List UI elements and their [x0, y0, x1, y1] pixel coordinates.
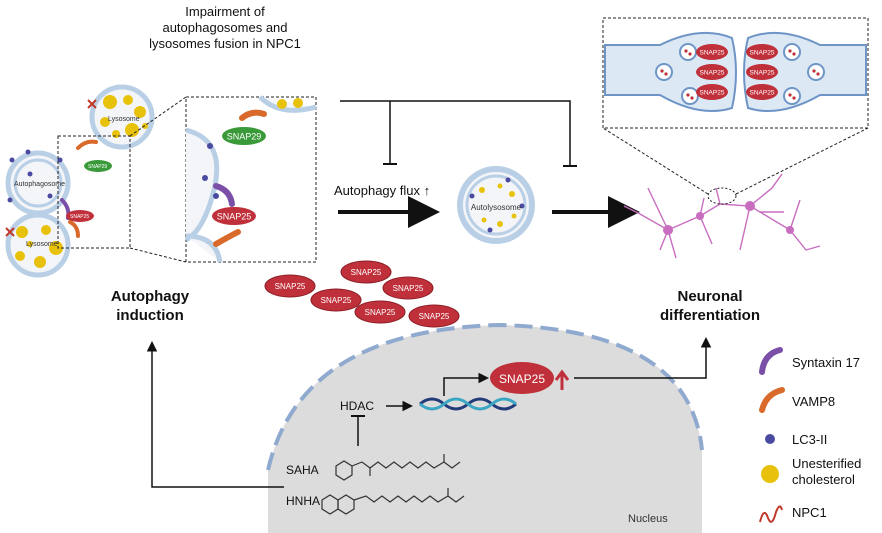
snap25-to-neuron-arrow [574, 337, 712, 379]
snap25-protein-label: SNAP25 [321, 296, 352, 305]
snap29-small [84, 160, 112, 172]
top-caption-line-2: autophagosomes and [162, 20, 288, 35]
snap25-protein-label: SNAP25 [419, 312, 450, 321]
legend-syntaxin17: Syntaxin 17 [792, 355, 860, 370]
saha-to-autophagy-arrow [146, 341, 284, 488]
snap29-zoom-label: SNAP29 [227, 132, 262, 142]
snap25-protein [382, 276, 434, 300]
synapse-panel [602, 17, 869, 129]
synapse-snap25-label: SNAP25 [750, 90, 775, 97]
snap25-protein-label: SNAP25 [393, 284, 424, 293]
legend-vamp8: VAMP8 [792, 394, 836, 409]
nucleus-label: Nucleus [628, 513, 668, 525]
lysosome-bottom [5, 212, 71, 278]
autophagy-induction-label: Autophagy induction [70, 287, 230, 325]
top-caption-line-1: Impairment of [185, 4, 265, 19]
autophagosome-label: Autophagosome [14, 181, 65, 188]
neuronal-differentiation-line-2: differentiation [660, 307, 760, 324]
synapse-snap25 [746, 44, 778, 60]
syntaxin17-icon [759, 347, 783, 375]
synapse-snap25 [746, 64, 778, 80]
synapse-snap25-label: SNAP25 [750, 70, 775, 77]
vamp8-icon [759, 387, 785, 413]
snap25-protein [408, 304, 460, 328]
lysosome-top-label: Lysosome [108, 116, 140, 123]
snap25-small [66, 210, 94, 222]
synapse-snap25-label: SNAP25 [750, 50, 775, 57]
snap25-small-label: SNAP25 [70, 214, 89, 220]
autolysosome [457, 166, 535, 244]
snap25-upregulated [490, 362, 554, 394]
snap25-protein-label: SNAP25 [365, 308, 396, 317]
synapse-snap25 [696, 84, 728, 100]
snap29-small-label: SNAP29 [88, 164, 107, 170]
top-caption: Impairment of autophagosomes and lysosom… [95, 4, 355, 52]
synapse-snap25 [696, 64, 728, 80]
transcription-arrow [443, 372, 489, 396]
synapse-snap25-label: SNAP25 [700, 90, 725, 97]
hdac-label: HDAC [340, 399, 374, 413]
snap29-zoom [222, 127, 266, 145]
legend-cholesterol: Unesterified cholesterol [792, 456, 862, 487]
neuronal-differentiation-label: Neuronal differentiation [630, 287, 790, 325]
synapse-zoom-marker [707, 187, 737, 205]
snap25-protein [310, 288, 362, 312]
npc1-icon [759, 505, 783, 523]
neuron-network [623, 173, 821, 259]
lysosome-bottom-label: Lysosome [26, 241, 58, 248]
neuronal-differentiation-line-1: Neuronal [677, 288, 743, 305]
dna-helix [419, 397, 517, 411]
npc1-mark-bottom [5, 227, 15, 237]
lc3-icon [765, 434, 775, 444]
snap25-protein-label: SNAP25 [351, 268, 382, 277]
nucleus [266, 322, 704, 533]
snap25-upregulated-label: SNAP25 [499, 372, 545, 386]
synapse-snap25-label: SNAP25 [700, 70, 725, 77]
hnha-label: HNHA [286, 494, 320, 508]
fusion-highlight-box [57, 135, 131, 249]
up-arrow-icon [554, 369, 570, 390]
top-caption-line-3: lysosomes fusion in NPC1 [149, 36, 301, 51]
legend-lc3: LC3-II [792, 432, 828, 447]
synapse-snap25-label: SNAP25 [700, 50, 725, 57]
synapse-snap25 [696, 44, 728, 60]
snap25-protein [264, 274, 316, 298]
hnha-structure [321, 488, 465, 515]
autolysosome-label: Autolysosome [471, 203, 522, 212]
legend-npc1: NPC1 [792, 505, 827, 520]
autophagy-flux-label: Autophagy flux ↑ [334, 183, 430, 198]
inhibition-connector [340, 100, 571, 166]
saha-structure [335, 454, 461, 481]
autophagy-induction-line-1: Autophagy [110, 288, 190, 305]
cholesterol-icon [761, 465, 779, 483]
saha-label: SAHA [286, 463, 319, 477]
snap25-protein [340, 260, 392, 284]
snap25-protein [354, 300, 406, 324]
autophagy-induction-line-2: induction [116, 307, 184, 324]
snap25-zoom-label: SNAP25 [217, 212, 252, 222]
zoom-panel [184, 95, 317, 263]
snap25-zoom [212, 207, 256, 225]
synapse-snap25 [746, 84, 778, 100]
npc1-mark-top [87, 99, 97, 109]
snap25-protein-label: SNAP25 [275, 282, 306, 291]
